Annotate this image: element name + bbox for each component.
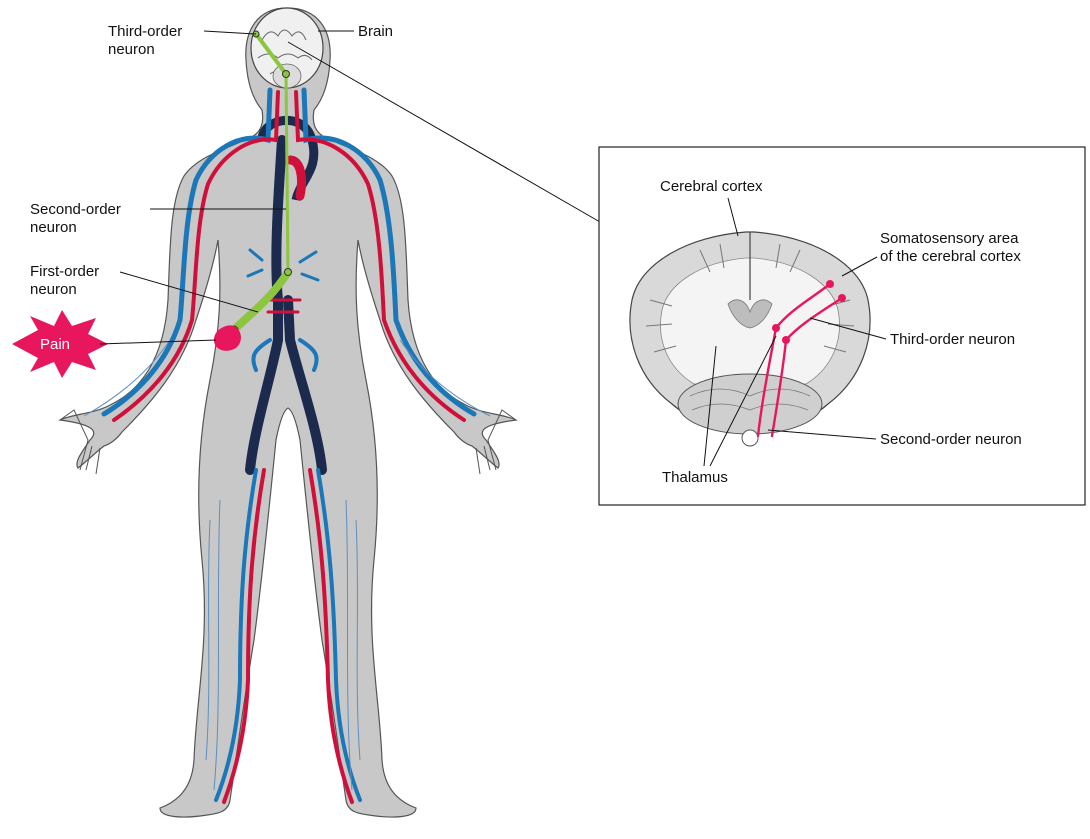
- label-second-order-neuron-line1: Second-order: [30, 201, 121, 218]
- inset-synapse-4: [838, 294, 846, 302]
- label-third-order-neuron-line1: Third-order: [108, 23, 182, 40]
- inset-synapse-2: [782, 336, 790, 344]
- human-body-figure: [60, 8, 516, 817]
- inset-synapse-3: [826, 280, 834, 288]
- leader-pain: [100, 340, 216, 344]
- label-third-order-neuron-line2: neuron: [108, 41, 155, 58]
- label-third-order-neuron: Third-order neuron: [108, 23, 256, 58]
- inset-label-third-order-neuron: Third-order neuron: [890, 331, 1015, 348]
- brainstem-cross-section: [742, 430, 758, 446]
- leader-third-order: [204, 31, 256, 34]
- inset-synapse-1: [772, 324, 780, 332]
- label-brain: Brain: [318, 23, 393, 40]
- inset-label-thalamus: Thalamus: [662, 469, 728, 486]
- inset-label-somatosensory-line1: Somatosensory area: [880, 230, 1019, 247]
- cerebellum: [678, 374, 822, 434]
- second-order-synapse: [285, 269, 292, 276]
- second-order-neuron-path: [286, 74, 288, 272]
- inset-label-second-order-neuron: Second-order neuron: [880, 431, 1022, 448]
- pain-label: Pain: [40, 336, 70, 353]
- label-first-order-neuron-line1: First-order: [30, 263, 99, 280]
- inset-label-somatosensory-line2: of the cerebral cortex: [880, 248, 1021, 265]
- inset-label-cerebral-cortex: Cerebral cortex: [660, 178, 763, 195]
- label-first-order-neuron-line2: neuron: [30, 281, 77, 298]
- label-second-order-neuron-line2: neuron: [30, 219, 77, 236]
- label-brain-text: Brain: [358, 23, 393, 40]
- brain-section-inset: Cerebral cortex Somatosensory area of th…: [599, 147, 1085, 505]
- third-order-synapse: [283, 71, 290, 78]
